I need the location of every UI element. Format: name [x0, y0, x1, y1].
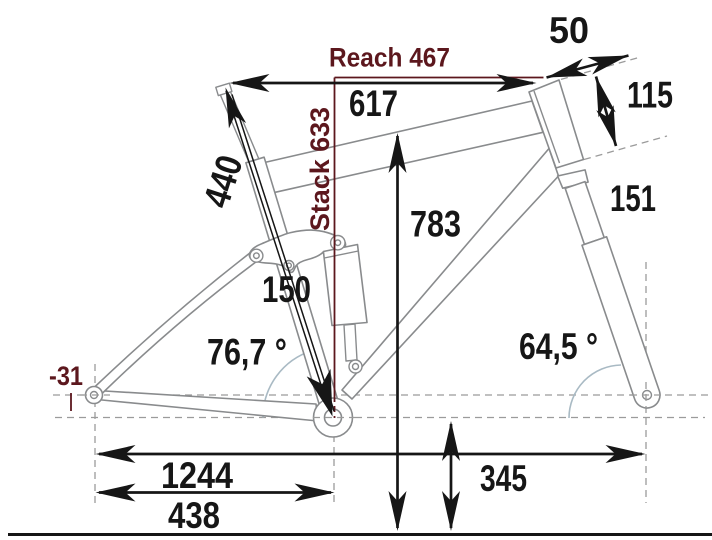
headtube-dim-arrow-top [596, 76, 616, 118]
labels: Reach 467 Stack 633 -31 617 50 115 151 7… [49, 10, 673, 536]
shock-cap-line [324, 250, 359, 259]
headtube-bottom-extension-dashed-line [583, 135, 668, 161]
travel-label: 150 [262, 269, 311, 310]
dimension-lines [95, 54, 646, 531]
chainstay-dim-arrow-right [294, 483, 335, 502]
standover-dim-arrow-top [388, 133, 407, 173]
seat-angle-label: 76,7 ° [207, 332, 287, 373]
head-tube [528, 79, 585, 169]
wheelbase-dim-arrow-left [95, 445, 136, 463]
wheelbase-dim-arrow-right [605, 445, 646, 463]
fork-label: 151 [610, 178, 656, 219]
headtube-dim-arrow-bottom [596, 105, 616, 146]
seat-angle-line-a [225, 90, 330, 409]
fork-lower-leg [581, 236, 661, 409]
bb-drop-label: -31 [49, 361, 83, 391]
dash-overlays [80, 382, 664, 419]
rocker-shock-pivot-hole [334, 239, 342, 247]
standover-dim-arrow-bottom [388, 491, 407, 531]
seattube-dim-arrow-top [225, 87, 247, 129]
seattube-dim-arrow-bottom [306, 368, 333, 417]
chainstay-label: 438 [168, 495, 220, 536]
shock-lower-eye-hole [351, 362, 360, 371]
stem-dim-arrow-right [587, 55, 629, 75]
seat-angle-line-b [231, 94, 335, 412]
reach-label: Reach 467 [329, 43, 450, 73]
rocker-left-pivot-hole [252, 252, 260, 260]
head-angle-label: 64,5 ° [519, 326, 598, 367]
head-angle-arc [568, 364, 622, 419]
toptube-dim-arrow-right [496, 74, 537, 92]
head-tube-inner-line [533, 90, 561, 164]
toptube-label: 617 [349, 83, 398, 124]
standover-label: 783 [410, 204, 461, 245]
stem-label: 50 [549, 10, 589, 51]
stem-dim-arrow-left [546, 58, 588, 78]
stack-label: Stack 633 [305, 107, 335, 231]
headtube-label: 115 [627, 75, 673, 116]
seattube-label: 440 [196, 150, 251, 212]
bbheight-label: 345 [480, 458, 527, 499]
shock-shaft [343, 323, 358, 362]
seatstay-tube [90, 251, 260, 399]
toptube-dim-arrow-left [229, 74, 270, 92]
wheelbase-label: 1244 [161, 455, 233, 496]
fork-stanchion [564, 180, 606, 246]
chainstay-dim-arrow-left [95, 483, 136, 502]
bbheight-dim-arrow-top [442, 421, 460, 461]
bike-frame [84, 79, 661, 438]
bbheight-dim-arrow-bottom [442, 491, 460, 531]
